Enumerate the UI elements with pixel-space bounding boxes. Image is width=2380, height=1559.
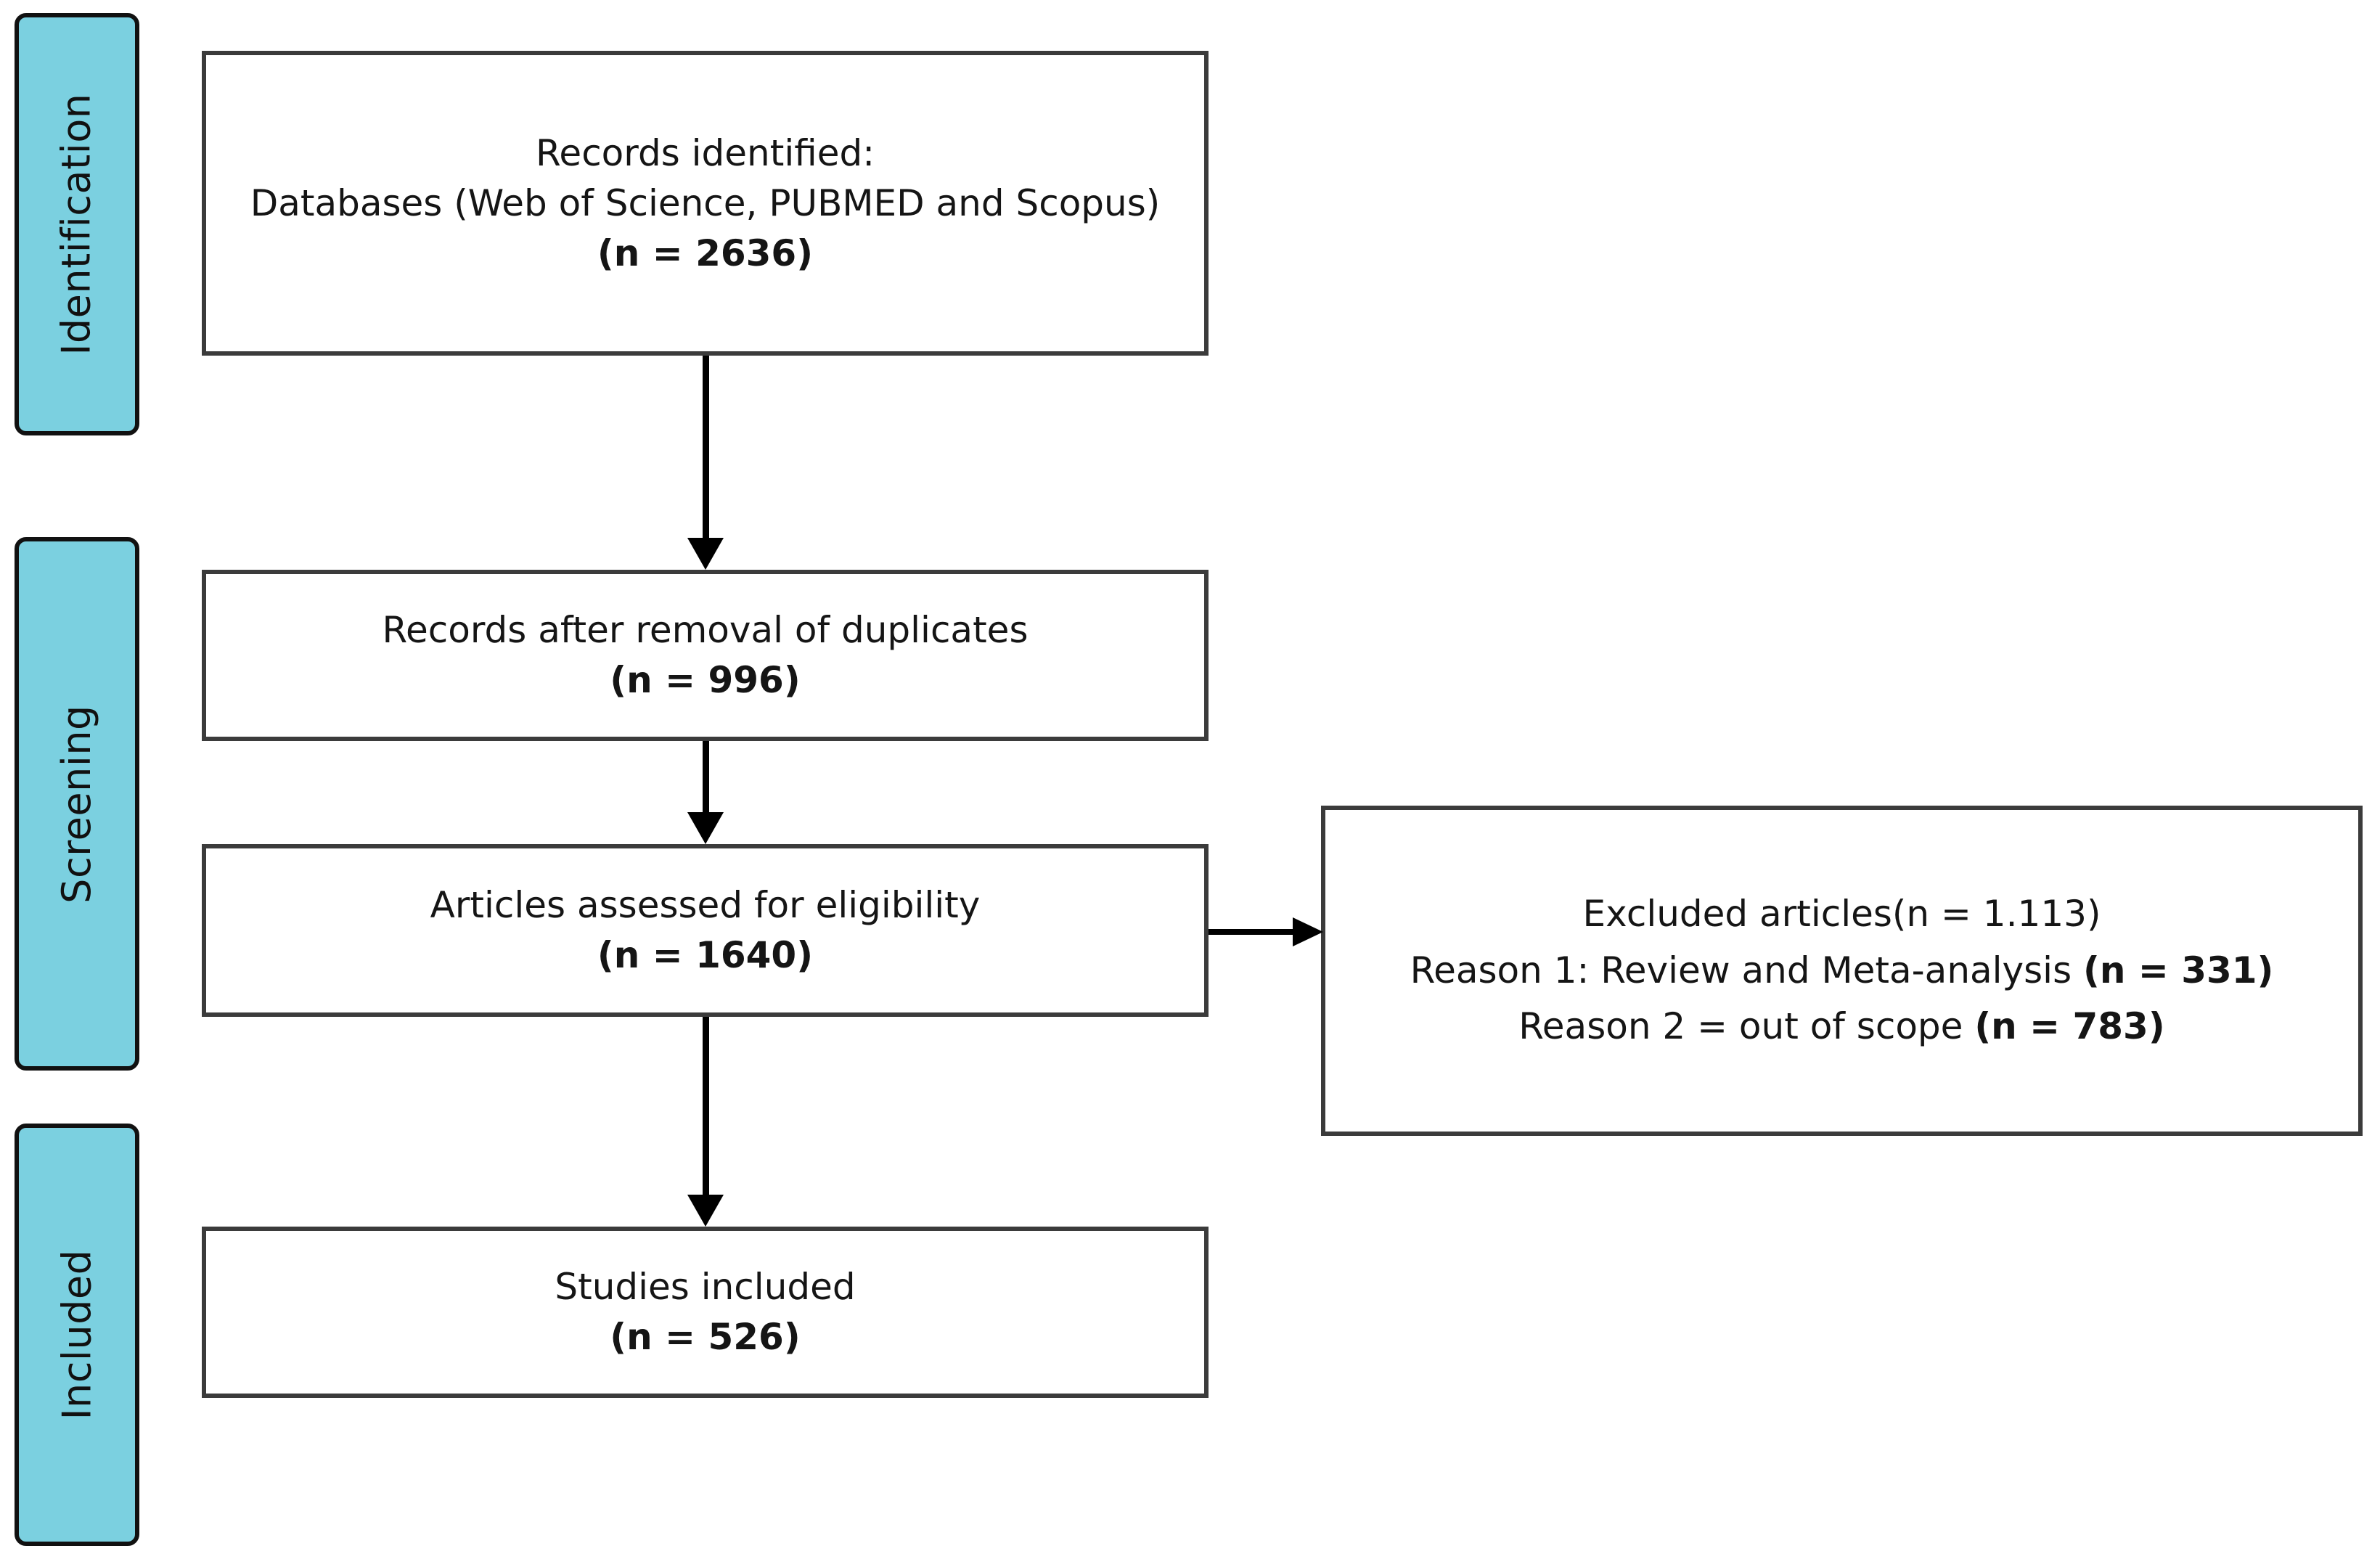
box-records-identified: Records identified: Databases (Web of Sc…: [202, 51, 1209, 356]
stage-bar-identification: Identification: [15, 13, 139, 435]
arrow-shaft: [703, 356, 709, 538]
records-identified-title: Records identified:: [535, 131, 875, 174]
records-identified-sources: Databases (Web of Science, PUBMED and Sc…: [250, 181, 1161, 224]
arrow-eligibility-to-excluded-icon: [1209, 917, 1323, 946]
excluded-articles-total: Excluded articles(n = 1.113): [1582, 893, 2101, 936]
box-excluded-articles: Excluded articles(n = 1.113) Reason 1: R…: [1321, 806, 2363, 1136]
arrow-identified-to-duplicates-icon: [687, 356, 724, 570]
stage-bar-included: Included: [15, 1124, 139, 1546]
box-articles-assessed-eligibility: Articles assessed for eligibility (n = 1…: [202, 844, 1209, 1017]
arrow-head-down-icon: [687, 1195, 724, 1227]
excluded-reason-1-text: Reason 1: Review and Meta-analysis: [1410, 949, 2084, 991]
arrow-head-down-icon: [687, 538, 724, 570]
articles-assessed-count: (n = 1640): [597, 934, 814, 976]
excluded-reason-1: Reason 1: Review and Meta-analysis (n = …: [1410, 943, 2274, 999]
stage-bar-screening: Screening: [15, 537, 139, 1071]
stage-label-identification: Identification: [54, 93, 99, 356]
arrow-head-right-icon: [1293, 917, 1323, 946]
box-studies-included: Studies included (n = 526): [202, 1227, 1209, 1398]
excluded-reason-2: Reason 2 = out of scope (n = 783): [1518, 999, 2164, 1055]
arrow-shaft: [1209, 929, 1296, 935]
studies-included-title: Studies included: [555, 1266, 856, 1308]
excluded-reason-1-count: (n = 331): [2083, 949, 2274, 991]
stage-label-screening: Screening: [54, 704, 99, 904]
excluded-reason-2-count: (n = 783): [1974, 1005, 2165, 1048]
articles-assessed-title: Articles assessed for eligibility: [430, 884, 981, 926]
stage-label-included: Included: [54, 1249, 100, 1420]
records-after-duplicates-count-open: (n =: [610, 659, 708, 701]
records-after-duplicates-title: Records after removal of duplicates: [382, 609, 1029, 651]
arrow-eligibility-to-included-icon: [687, 1017, 724, 1227]
records-after-duplicates-count-close: ): [783, 659, 801, 701]
records-after-duplicates-count-value: 996: [708, 659, 784, 701]
arrow-head-down-icon: [687, 812, 724, 844]
arrow-shaft: [703, 741, 709, 812]
records-after-duplicates-count: (n = 996): [610, 655, 800, 705]
studies-included-count: (n = 526): [610, 1316, 801, 1358]
arrow-shaft: [703, 1017, 709, 1195]
excluded-reason-2-text: Reason 2 = out of scope: [1518, 1005, 1975, 1048]
box-records-after-duplicates: Records after removal of duplicates (n =…: [202, 570, 1209, 741]
arrow-duplicates-to-eligibility-icon: [687, 741, 724, 844]
records-identified-count: (n = 2636): [597, 232, 814, 274]
